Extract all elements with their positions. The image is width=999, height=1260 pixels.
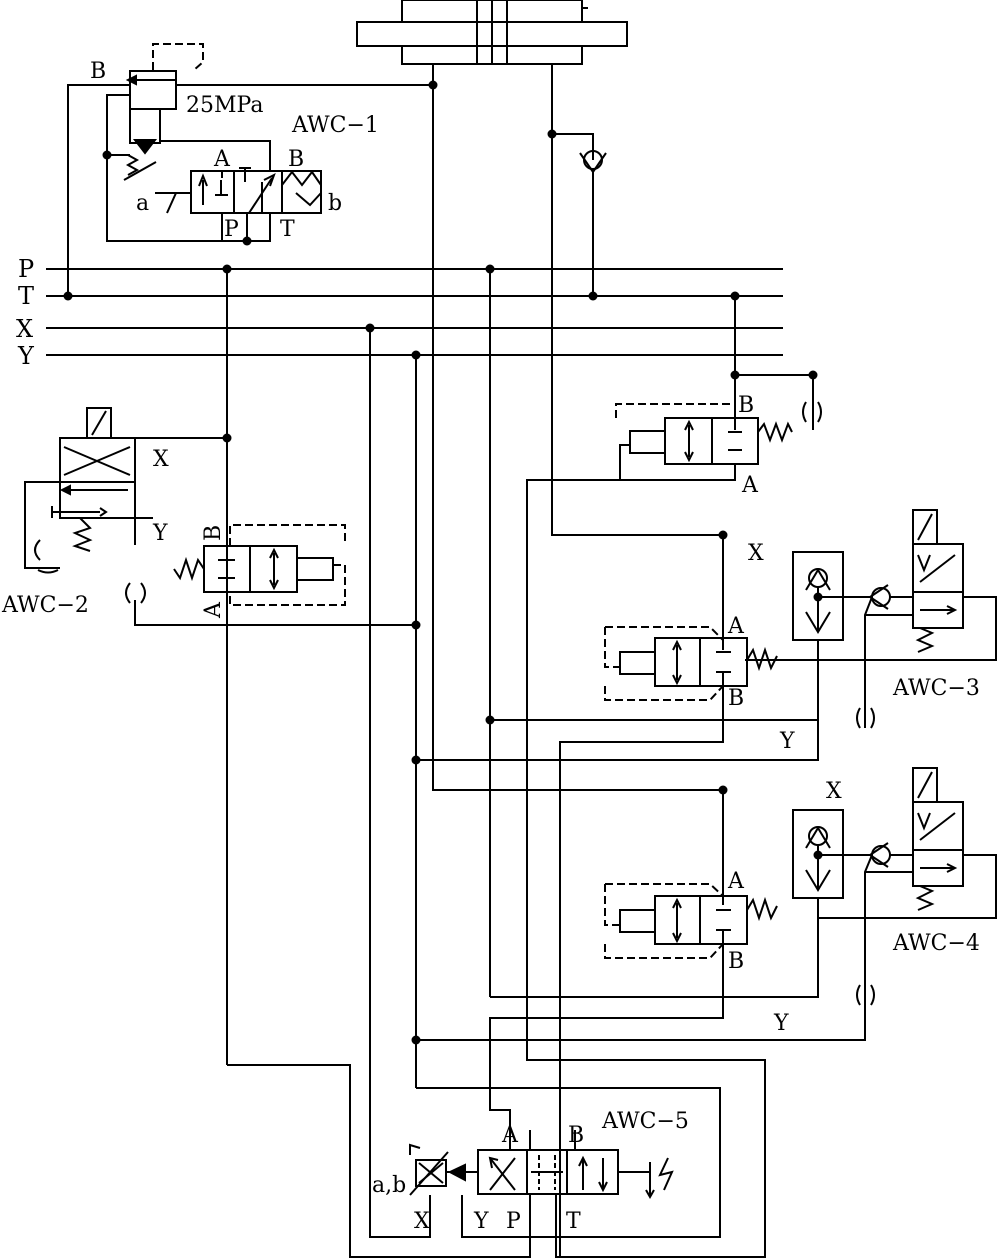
awc5-port-x: X bbox=[414, 1209, 430, 1234]
awc5-solenoid-ab: a,b bbox=[372, 1173, 406, 1198]
top-valve-port-b: B bbox=[738, 393, 754, 418]
main-pipes bbox=[226, 64, 819, 1258]
bus-label-x: X bbox=[16, 315, 33, 343]
awc3-port-a: A bbox=[727, 614, 745, 639]
awc1-valve-group bbox=[67, 43, 433, 296]
awc2-port-y: Y bbox=[152, 521, 168, 546]
awc2-port-b: B bbox=[201, 525, 226, 541]
awc5-name: AWC−5 bbox=[601, 1109, 689, 1134]
awc3-group bbox=[604, 509, 997, 729]
awc5-port-a: A bbox=[501, 1123, 519, 1148]
awc5-port-y: Y bbox=[473, 1209, 489, 1234]
awc1-port-b-relief: B bbox=[90, 59, 106, 84]
awc3-name: AWC−3 bbox=[892, 676, 980, 701]
awc1-pressure: 25MPa bbox=[186, 93, 263, 118]
awc3-port-b: B bbox=[728, 686, 744, 711]
awc4-port-b: B bbox=[728, 949, 744, 974]
awc1-port-b: B bbox=[288, 147, 304, 172]
awc4-port-y: Y bbox=[773, 1011, 789, 1036]
awc1-sol-b: b bbox=[328, 191, 342, 216]
awc5-port-b: B bbox=[568, 1123, 584, 1148]
awc4-port-a: A bbox=[727, 869, 745, 894]
awc5-port-t: T bbox=[566, 1209, 581, 1234]
awc5-group bbox=[409, 1130, 674, 1200]
labels: P T X Y B 25MPa AWC−1 A B P T a b B A X … bbox=[1, 59, 980, 1234]
junction-dots bbox=[63, 80, 823, 1045]
awc4-name: AWC−4 bbox=[892, 931, 980, 956]
awc1-name: AWC−1 bbox=[291, 113, 379, 138]
awc4-group bbox=[416, 767, 997, 1041]
top-right-cartridge bbox=[615, 401, 822, 481]
awc5-port-p: P bbox=[506, 1209, 521, 1234]
main-cylinder bbox=[356, 0, 628, 65]
awc2-port-a: A bbox=[201, 601, 226, 619]
awc1-sol-a: a bbox=[136, 191, 149, 216]
awc2-name: AWC−2 bbox=[1, 593, 89, 618]
bus-label-t: T bbox=[18, 282, 34, 310]
bus-label-p: P bbox=[18, 255, 34, 283]
awc1-port-a: A bbox=[213, 147, 231, 172]
top-valve-port-a: A bbox=[741, 473, 759, 498]
awc3-port-x: X bbox=[748, 541, 764, 566]
bus-lines bbox=[46, 268, 783, 356]
awc2-group bbox=[24, 407, 416, 626]
awc4-port-x: X bbox=[826, 779, 842, 804]
awc2-port-x: X bbox=[153, 447, 169, 472]
bus-label-y: Y bbox=[17, 342, 35, 370]
awc1-port-p: P bbox=[224, 217, 239, 242]
awc3-port-y: Y bbox=[779, 729, 795, 754]
awc1-port-t: T bbox=[280, 217, 295, 242]
